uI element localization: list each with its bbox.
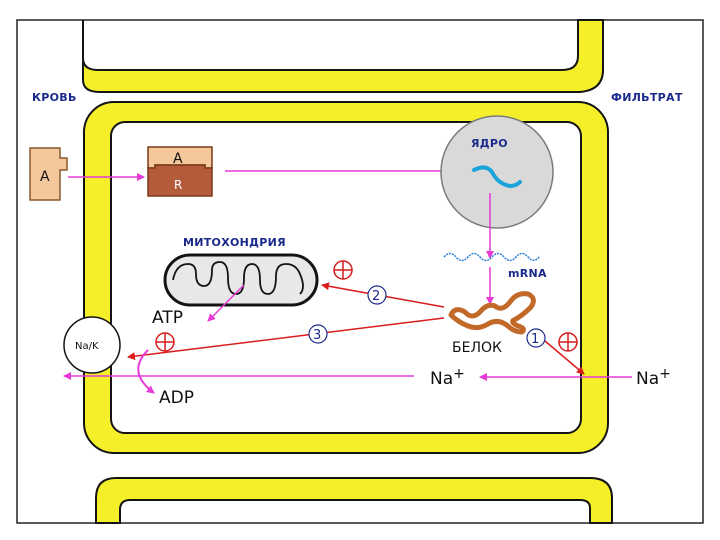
dna-strand <box>472 165 522 189</box>
mitochondria-to-atp-arrow <box>207 284 245 322</box>
receptor-label: R <box>174 178 182 192</box>
nucleus: ЯДРО <box>440 115 554 229</box>
svg-text:2: 2 <box>372 289 380 304</box>
protein-strand <box>448 291 536 335</box>
atp-to-adp-arrow <box>137 349 155 394</box>
lower-cell-membrane <box>95 477 613 524</box>
adp-label: ADP <box>159 388 194 408</box>
protein-to-pump-arrow <box>127 317 445 361</box>
hormone-label: A <box>40 169 50 185</box>
nucleus-label: ЯДРО <box>471 137 508 150</box>
mrna-label: mRNA <box>508 267 547 280</box>
atp-label: ATP <box>152 308 183 328</box>
mrna-strand <box>443 252 541 262</box>
hormone-molecule: A <box>29 147 68 201</box>
svg-text:1: 1 <box>531 332 539 347</box>
sodium-outside-label: Na+ <box>636 366 671 389</box>
plus-circle-icon <box>558 332 578 352</box>
receptor-hormone-label: A <box>173 151 183 167</box>
pump-label: Na/K <box>75 341 99 352</box>
figure-frame <box>16 19 704 524</box>
sodium-inside-label: Na+ <box>430 366 465 389</box>
svg-text:3: 3 <box>313 328 321 343</box>
plus-circle-icon <box>333 260 353 280</box>
plus-circle-icon <box>155 332 175 352</box>
step-3-circle: 3 <box>308 324 328 344</box>
step-2-circle: 2 <box>367 285 387 305</box>
receptor-complex: A R <box>147 146 213 197</box>
sodium-potassium-pump: Na/K <box>63 316 121 374</box>
filtrate-label: ФИЛЬТРАТ <box>611 91 683 104</box>
protein-label: БЕЛОК <box>452 340 502 356</box>
mitochondrion: МИТОХОНДРИЯ <box>163 236 319 307</box>
step-1-circle: 1 <box>526 328 546 348</box>
mitochondria-label: МИТОХОНДРИЯ <box>183 236 286 249</box>
blood-label: КРОВЬ <box>32 91 77 104</box>
upper-cell-membrane <box>82 19 604 93</box>
